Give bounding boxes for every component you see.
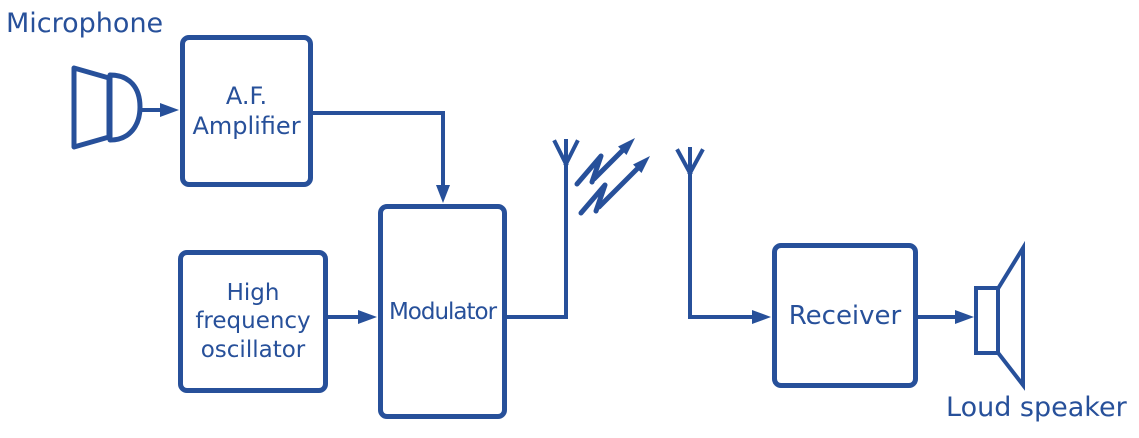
radio-waves-icon bbox=[574, 138, 650, 216]
receive-antenna-icon bbox=[675, 147, 705, 319]
block-label-line: oscillator bbox=[200, 336, 306, 363]
block-modulator: Modulator bbox=[378, 204, 507, 419]
block-label-line: A.F. bbox=[225, 82, 268, 110]
mic-to-amplifier-connector bbox=[138, 103, 179, 117]
loudspeaker-label: Loud speaker bbox=[946, 392, 1127, 423]
block-receiver: Receiver bbox=[772, 243, 918, 388]
block-hf-oscillator: High frequency oscillator bbox=[178, 250, 328, 393]
block-label-line: frequency bbox=[195, 308, 311, 335]
loudspeaker-icon bbox=[974, 240, 1025, 391]
receiver-to-loudspeaker-connector bbox=[917, 310, 974, 324]
block-label-line: Modulator bbox=[388, 298, 497, 325]
block-af-amplifier: A.F. Amplifier bbox=[180, 35, 313, 187]
microphone-label: Microphone bbox=[6, 8, 164, 39]
block-label-line: Amplifier bbox=[192, 112, 301, 140]
block-label-line: High bbox=[226, 280, 280, 307]
block-label-line: Receiver bbox=[788, 300, 902, 331]
oscillator-to-modulator-connector bbox=[327, 310, 377, 324]
amplifier-to-modulator-connector bbox=[311, 111, 450, 203]
transmit-antenna-icon bbox=[552, 139, 580, 319]
microphone-icon bbox=[71, 65, 143, 150]
antenna-to-receiver-connector bbox=[688, 310, 771, 324]
